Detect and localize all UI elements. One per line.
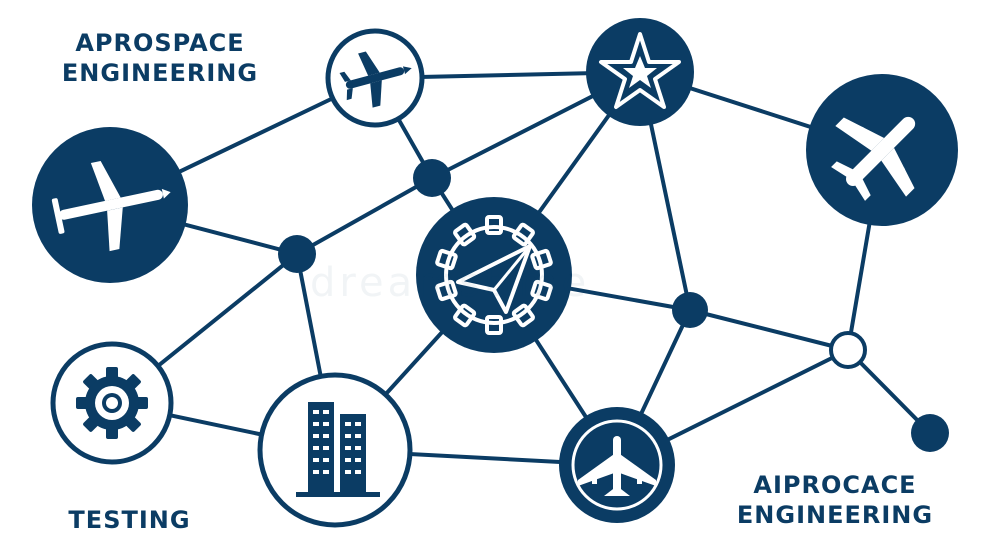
gear-tooth: [453, 303, 477, 328]
plane-outline-node: [325, 28, 425, 128]
jet-node: [559, 407, 675, 523]
drone-icon: [51, 160, 171, 252]
airplane-icon: [339, 51, 412, 108]
airplane-node: [806, 74, 958, 226]
title-top-left: APROSPACE ENGINEERING: [55, 28, 265, 88]
gear-tooth: [530, 279, 553, 302]
title-bottom-right-line2: ENGINEERING: [736, 501, 934, 529]
gear-node: [50, 341, 174, 465]
gear-tooth: [435, 279, 458, 302]
jet-icon: [578, 436, 656, 496]
gear-tooth: [485, 215, 503, 235]
junction-dot: [672, 292, 708, 328]
gear-paper-plane-icon: [435, 215, 553, 335]
gear-paper-plane-node: [416, 197, 572, 353]
title-top-left-line1: APROSPACE: [75, 29, 245, 57]
junction-dot: [278, 235, 316, 273]
junction-dot: [413, 159, 451, 197]
drone-node: [32, 127, 188, 283]
title-bottom-left: TESTING: [68, 506, 191, 534]
title-bottom-right-line1: AIPROCACE: [753, 471, 917, 499]
gear-tooth: [453, 222, 477, 247]
gear-tooth: [435, 248, 458, 271]
gear-tooth: [485, 315, 503, 335]
buildings-node: [257, 372, 413, 528]
title-top-left-line2: ENGINEERING: [61, 59, 259, 87]
buildings-icon: [296, 402, 380, 497]
gear-tooth: [511, 303, 535, 328]
gear-tooth: [530, 248, 553, 271]
airplane-icon: [831, 116, 916, 201]
title-bottom-right: AIPROCACE ENGINEERING: [730, 470, 940, 530]
watermark: dreamstime: [310, 260, 591, 306]
star-icon: [599, 32, 681, 109]
junction-dot: [911, 414, 949, 452]
gear-tooth: [511, 222, 535, 247]
junction-ring: [829, 331, 867, 369]
gear-icon: [76, 367, 148, 439]
star-node: [586, 18, 694, 126]
